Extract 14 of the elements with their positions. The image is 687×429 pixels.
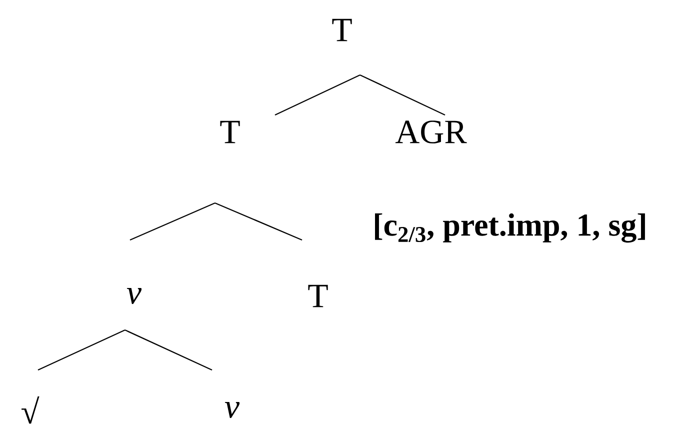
tree-label: v [224, 402, 240, 418]
tree-branch [130, 202, 216, 241]
tree-branch [360, 74, 446, 116]
tree-label: T [308, 284, 328, 308]
tree-label: √ [22, 396, 40, 424]
tree-branch [274, 74, 360, 116]
tree-label: T [220, 120, 240, 144]
tree-branch [124, 329, 212, 371]
tree-label: v [126, 288, 142, 304]
tree-label: AGR [395, 120, 467, 144]
tree-branch [38, 329, 126, 371]
tree-branch [214, 202, 302, 241]
feature-label: [c$_{2/3}$, pret.imp, 1, sg] [375, 213, 645, 243]
tree-label: T [332, 18, 352, 42]
